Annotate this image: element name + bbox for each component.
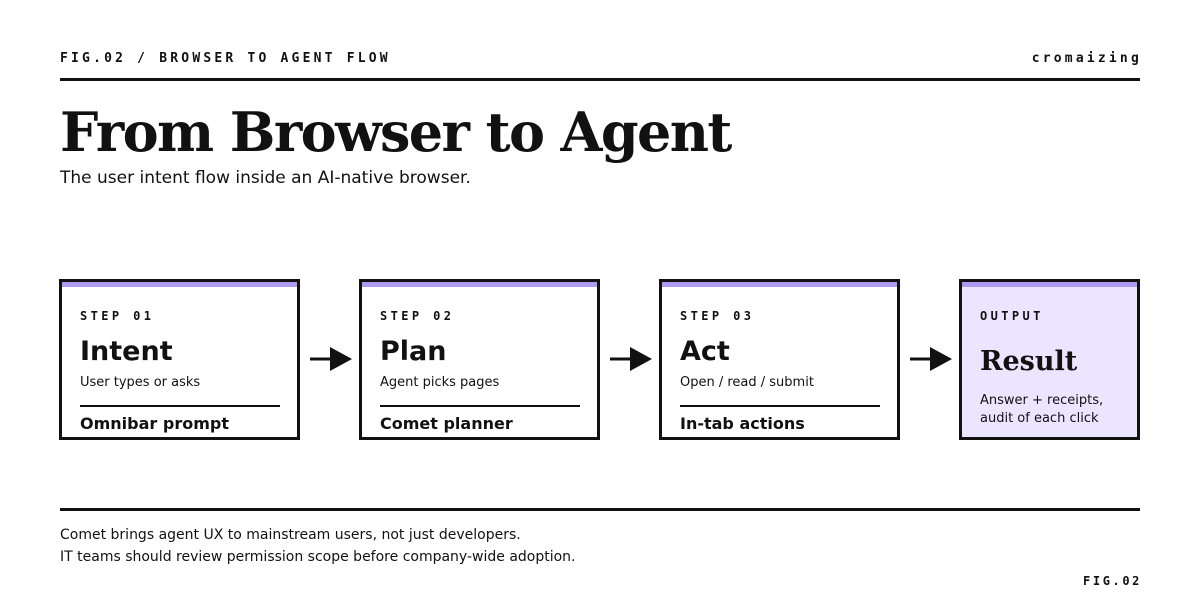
step-tool: Omnibar prompt: [80, 414, 229, 433]
arrow-right-icon: [610, 347, 652, 371]
fig-label: FIG.02 / BROWSER TO AGENT FLOW: [60, 51, 391, 66]
footnote-line: IT teams should review permission scope …: [60, 549, 576, 565]
step-card-intent: STEP 01 Intent User types or asks Omniba…: [59, 279, 300, 440]
step-description: Open / read / submit: [680, 375, 814, 390]
card-accent-bar: [662, 282, 897, 287]
output-name: Result: [980, 346, 1078, 377]
step-card-plan: STEP 02 Plan Agent picks pages Comet pla…: [359, 279, 600, 440]
card-accent-bar: [62, 282, 297, 287]
card-accent-bar: [962, 282, 1137, 287]
step-name: Act: [680, 336, 730, 367]
output-label: OUTPUT: [980, 309, 1044, 323]
card-divider: [680, 405, 880, 407]
output-description: Answer + receipts, audit of each click: [980, 392, 1103, 428]
output-description-line: Answer + receipts,: [980, 393, 1104, 408]
card-divider: [380, 405, 580, 407]
card-accent-bar: [362, 282, 597, 287]
arrow-right-icon: [910, 347, 952, 371]
step-tool: Comet planner: [380, 414, 513, 433]
page-subtitle: The user intent flow inside an AI-native…: [60, 168, 471, 188]
page-title: From Browser to Agent: [60, 100, 732, 164]
footer-rule: [60, 508, 1140, 511]
card-divider: [80, 405, 280, 407]
step-label: STEP 02: [380, 309, 455, 323]
arrow-right-icon: [310, 347, 352, 371]
step-card-act: STEP 03 Act Open / read / submit In-tab …: [659, 279, 900, 440]
output-card-result: OUTPUT Result Answer + receipts, audit o…: [959, 279, 1140, 440]
step-name: Intent: [80, 336, 173, 367]
footnote-line: Comet brings agent UX to mainstream user…: [60, 527, 521, 543]
output-description-line: audit of each click: [980, 411, 1099, 426]
step-label: STEP 03: [680, 309, 755, 323]
figure-number: FIG.02: [1083, 574, 1142, 588]
step-label: STEP 01: [80, 309, 155, 323]
header-rule: [60, 78, 1140, 81]
step-description: Agent picks pages: [380, 375, 500, 390]
step-description: User types or asks: [80, 375, 201, 390]
brand-name: cromaizing: [1031, 51, 1142, 66]
step-name: Plan: [380, 336, 447, 367]
step-tool: In-tab actions: [680, 414, 805, 433]
